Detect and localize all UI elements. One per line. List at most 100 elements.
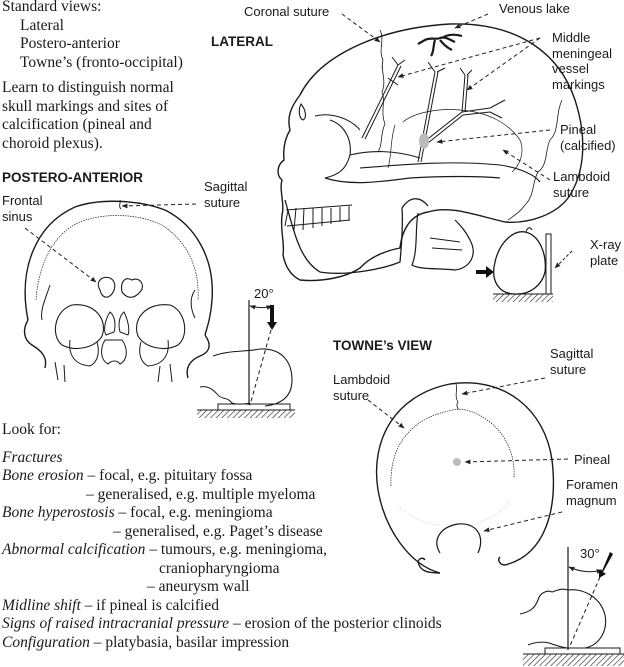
townes-leader-lines <box>367 377 569 533</box>
label-line: sinus <box>2 208 33 224</box>
lateral-cranium-outline <box>299 23 584 223</box>
label-line: magnum <box>566 492 617 508</box>
look-for-term: Configuration <box>2 633 90 651</box>
look-for-detail: – focal, e.g. pituitary fossa <box>83 467 253 484</box>
look-for-item: – generalised, e.g. multiple myeloma <box>2 486 442 505</box>
look-for-detail: craniopharyngioma <box>159 559 280 577</box>
pa-skull-drawing <box>23 200 213 383</box>
lateral-lambdoid-suture <box>507 99 563 221</box>
label-line: vessel <box>552 61 589 76</box>
label-line: Pineal <box>560 122 597 137</box>
look-for-detail: – generalised, e.g. multiple myeloma <box>86 485 316 503</box>
pa-leader-lines <box>24 203 197 283</box>
townes-skull-drawing <box>375 382 555 574</box>
label-line: Frontal <box>2 193 43 208</box>
look-for-item: craniopharyngioma <box>2 560 442 579</box>
look-for-detail: – generalised, e.g. Paget’s disease <box>113 522 323 540</box>
pa-beam-arrow <box>267 305 277 330</box>
townes-beam-arrow <box>599 552 613 578</box>
venous-lake <box>417 33 463 57</box>
look-for-term: Abnormal calcification <box>2 541 146 558</box>
learn-line: calcification (pineal and <box>2 116 152 133</box>
middle-meningeal-vessels <box>361 56 506 163</box>
view-item-postero-anterior: Postero-anterior <box>20 35 120 52</box>
label-line: meningeal <box>552 45 612 61</box>
label-line: suture <box>333 387 370 403</box>
look-for-term: Fractures <box>2 448 63 466</box>
label-line: Middle <box>552 30 591 45</box>
label-pineal-calcified: Pineal (calcified) <box>560 122 616 153</box>
label-xray-plate: X-ray plate <box>590 237 621 268</box>
label-townes-sagittal-suture: Sagittal suture <box>550 346 593 377</box>
look-for-detail: – focal, e.g. meningioma <box>114 504 273 521</box>
look-for-detail: – platybasia, basilar impression <box>89 633 290 651</box>
label-line: suture <box>204 194 241 210</box>
look-for-item: Abnormal calcification – tumours, e.g. m… <box>2 541 442 560</box>
label-lateral-lambdoid-suture: Lambdoid suture <box>553 169 610 200</box>
look-for-item: Midline shift – if pineal is calcified <box>2 597 442 616</box>
label-pa-angle: 20° <box>254 286 274 301</box>
label-line: X-ray <box>590 237 622 252</box>
label-line: Sagittal <box>204 179 248 194</box>
label-middle-meningeal-vessel-markings: Middle meningeal vessel markings <box>552 30 612 92</box>
look-for-item: – generalised, e.g. Paget’s disease <box>2 523 442 542</box>
label-line: Sagittal <box>550 346 594 361</box>
look-for-term: Bone hyperostosis <box>2 504 115 521</box>
learn-line: Learn to distinguish normal <box>2 79 174 96</box>
label-line: suture <box>553 184 590 200</box>
label-townes-pineal: Pineal <box>574 452 611 467</box>
look-for-detail: – tumours, e.g. meningioma, <box>145 541 328 558</box>
lateral-teeth <box>284 204 353 231</box>
label-venous-lake: Venous lake <box>499 1 570 16</box>
townes-sagittal-suture <box>455 383 459 411</box>
label-line: plate <box>590 252 619 268</box>
view-item-townes: Towne’s (fronto-occipital) <box>20 53 183 71</box>
label-line: Foramen <box>566 477 619 492</box>
label-line: Lambdoid <box>553 169 611 184</box>
lateral-coronal-suture <box>377 29 386 153</box>
look-for-item: Signs of raised intracranial pressure – … <box>2 615 442 634</box>
look-for-section: Look for: Fractures Bone erosion – focal… <box>2 421 442 652</box>
learn-line: skull markings and sites of <box>2 97 169 115</box>
look-for-item: Configuration – platybasia, basilar impr… <box>2 634 442 653</box>
townes-pineal-calcification <box>453 458 461 466</box>
look-for-detail: – aneurysm wall <box>147 578 250 595</box>
look-for-item: Bone erosion – focal, e.g. pituitary fos… <box>2 467 442 486</box>
learn-paragraph: Learn to distinguish normal skull markin… <box>2 79 174 153</box>
look-for-item: Fractures <box>2 449 442 468</box>
look-for-detail: – erosion of the posterior clinoids <box>229 615 442 632</box>
townes-view-heading: TOWNE’s VIEW <box>333 338 433 353</box>
lateral-positioning-diagram <box>476 227 573 302</box>
townes-positioning-diagram <box>519 547 624 666</box>
label-pa-sagittal-suture: Sagittal suture <box>204 179 247 210</box>
label-coronal-suture: Coronal suture <box>244 4 330 19</box>
standard-views-list: Standard views: Lateral Postero-anterior… <box>2 0 183 72</box>
look-for-title: Look for: <box>2 421 61 438</box>
foramen-magnum-outline <box>436 523 482 554</box>
label-frontal-sinus: Frontal sinus <box>2 193 42 224</box>
look-for-term: Midline shift <box>2 596 81 614</box>
label-townes-lambdoid-suture: Lambdoid suture <box>333 372 390 403</box>
lateral-heading: LATERAL <box>211 34 273 49</box>
lateral-skull-drawing <box>277 23 584 282</box>
label-foramen-magnum: Foramen magnum <box>566 477 618 508</box>
label-line: suture <box>550 361 587 377</box>
look-for-term: Signs of raised intracranial pressure <box>2 615 230 632</box>
label-line: (calcified) <box>560 137 616 153</box>
pa-positioning-diagram <box>197 300 295 418</box>
lateral-leader-lines <box>341 13 551 181</box>
standard-views-title: Standard views: <box>2 0 102 15</box>
look-for-item: – aneurysm wall <box>2 578 442 597</box>
label-line: markings <box>552 76 605 92</box>
pa-sagittal-suture <box>119 199 122 210</box>
learn-line: choroid plexus). <box>2 134 103 152</box>
label-line: Lambdoid <box>333 372 391 387</box>
look-for-term: Bone erosion <box>2 467 84 484</box>
look-for-item: Bone hyperostosis – focal, e.g. meningio… <box>2 504 442 523</box>
label-townes-angle: 30° <box>580 546 600 561</box>
lateral-pineal-calcification <box>419 133 429 149</box>
view-item-lateral: Lateral <box>20 16 64 34</box>
xray-beam-arrow <box>476 266 494 278</box>
postero-anterior-heading: POSTERO-ANTERIOR <box>2 170 144 185</box>
